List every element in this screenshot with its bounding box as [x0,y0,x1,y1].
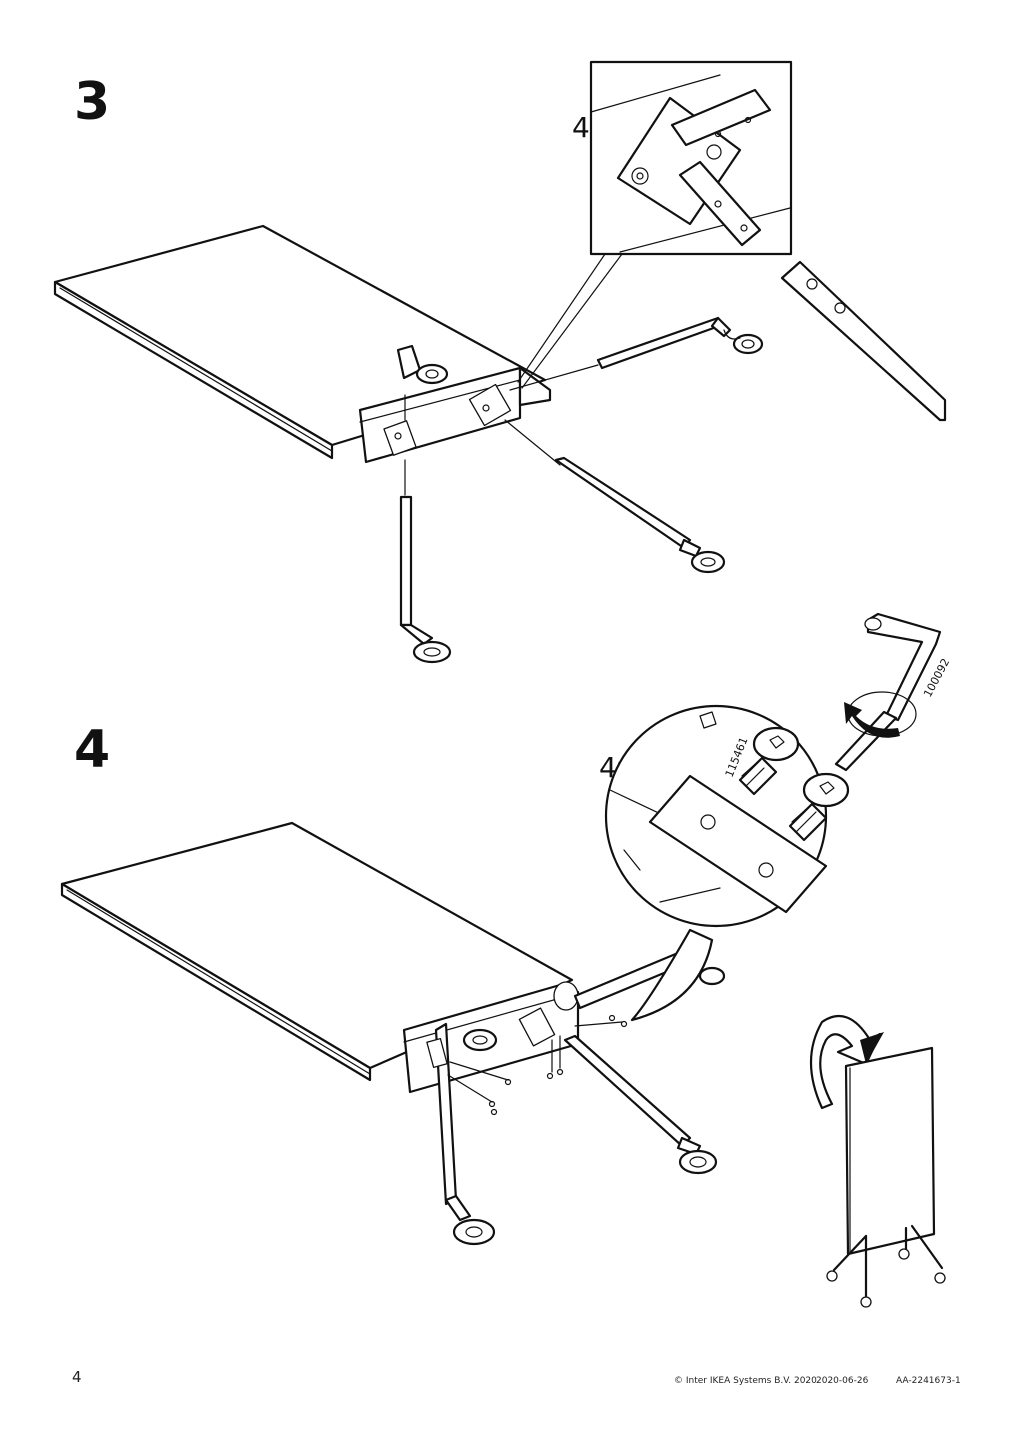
document-id: AA-2241673-1 [896,1376,961,1386]
copyright-text: © Inter IKEA Systems B.V. 2020 [674,1376,817,1386]
step-3-number: 3 [74,72,111,132]
document-date: 2020-06-26 [816,1376,869,1386]
leg-front-right-step-4 [563,1034,702,1156]
leg-upper-right-step-3 [596,316,732,370]
easel-result-icon [826,1046,946,1308]
caster-icon [462,1028,498,1052]
caster-icon [690,550,726,574]
leg-front-right-step-3 [554,456,702,558]
leg-front-left-step-3 [399,495,434,646]
corner-bracket-step-4 [518,1007,556,1047]
caster-icon [452,1218,496,1246]
allen-key-icon [834,612,942,772]
frame-bracket-step-3 [358,366,552,464]
rail-detail-step-3 [780,260,947,422]
caster-icon [723,329,764,355]
screw-icon [447,1014,628,1116]
caster-icon [415,363,449,385]
caster-icon [412,640,452,664]
detail-box-step-3 [589,60,793,256]
flip-arrow-icon [809,1014,884,1110]
detail-magnifier-step-4 [604,704,828,1022]
board-panel-step-4 [60,821,574,1082]
caster-icon [698,966,726,986]
leg-front-left-step-4 [434,1022,472,1222]
step-4-number: 4 [74,720,111,780]
caster-icon [678,1149,718,1175]
rotate-arrow-icon [844,691,917,738]
screw-icon [788,772,850,842]
screw-icon [738,726,800,796]
page-number: 4 [72,1368,82,1386]
